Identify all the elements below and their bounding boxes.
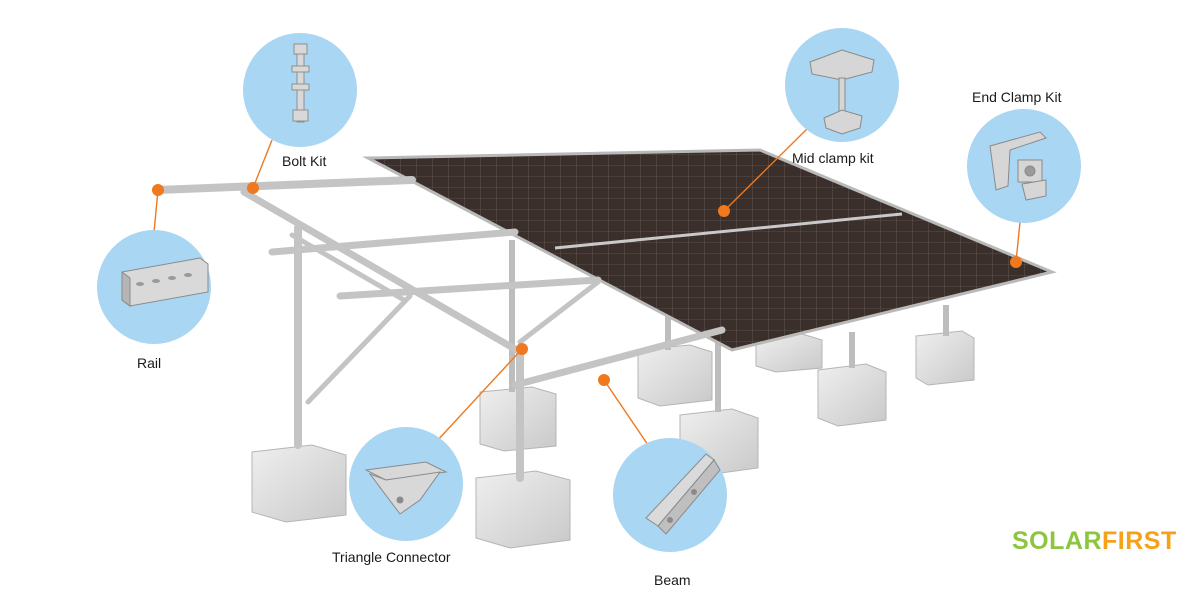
rear-posts xyxy=(509,240,949,412)
leader-line-mid-clamp xyxy=(723,127,809,212)
beam-profile-icon xyxy=(645,453,721,535)
concrete-block xyxy=(915,330,975,386)
leader-line-beam xyxy=(603,379,649,446)
callout-dot-beam xyxy=(598,374,610,386)
callout-dot-triangle-connector xyxy=(516,343,528,355)
solar-panel-array xyxy=(362,148,1057,352)
concrete-block xyxy=(251,444,347,523)
concrete-block xyxy=(637,344,713,407)
label-triangle-connector: Triangle Connector xyxy=(332,549,451,565)
callout-mid-clamp-kit xyxy=(785,28,899,142)
bolt-icon xyxy=(291,43,310,123)
callout-triangle-connector xyxy=(349,427,463,541)
mounting-frame xyxy=(154,176,726,482)
label-mid-clamp-kit: Mid clamp kit xyxy=(792,150,874,166)
logo-text-first: FIRST xyxy=(1102,527,1177,555)
callout-end-clamp-kit xyxy=(967,109,1081,223)
label-beam: Beam xyxy=(654,572,691,588)
concrete-block xyxy=(475,470,571,549)
triangle-connector-icon xyxy=(364,461,448,515)
callout-dot-end-clamp xyxy=(1010,256,1022,268)
mid-clamp-icon xyxy=(809,49,875,135)
callout-bolt-kit xyxy=(243,33,357,147)
callout-rail xyxy=(97,230,211,344)
callout-dot-rail xyxy=(152,184,164,196)
label-end-clamp-kit: End Clamp Kit xyxy=(972,89,1062,105)
label-rail: Rail xyxy=(137,355,162,371)
callout-dot-bolt-kit xyxy=(247,182,259,194)
solarfirst-logo: SOLARFIRST xyxy=(1012,527,1177,556)
end-clamp-icon xyxy=(989,131,1047,201)
callout-dot-mid-clamp xyxy=(718,205,730,217)
callout-beam xyxy=(613,438,727,552)
leader-line-bolt-kit xyxy=(252,139,273,189)
callout-dots xyxy=(152,182,1022,386)
logo-text-solar: SOLAR xyxy=(1012,527,1102,555)
concrete-block xyxy=(817,363,887,427)
leader-line-end-clamp xyxy=(1015,221,1021,263)
rail-profile-icon xyxy=(121,257,209,307)
leader-lines xyxy=(153,127,1021,446)
leader-line-rail xyxy=(153,189,159,233)
label-bolt-kit: Bolt Kit xyxy=(282,153,327,169)
leader-line-triangle-connector xyxy=(435,348,523,443)
